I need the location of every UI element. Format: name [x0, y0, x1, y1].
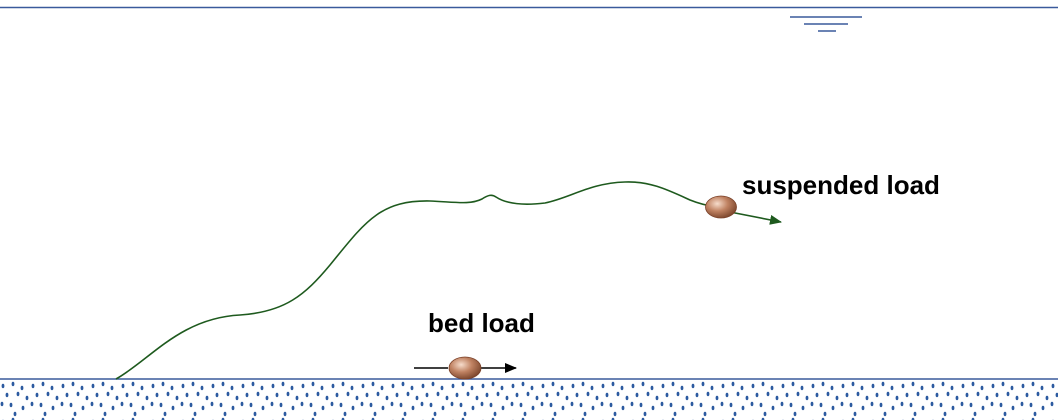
suspended-load-label: suspended load [742, 170, 940, 200]
bed-sediment-particle-icon [448, 356, 482, 380]
suspended-sediment-particle-icon [705, 195, 737, 219]
bed-load-label: bed load [428, 308, 535, 338]
suspended-load-trajectory [115, 181, 719, 380]
bed-sediment [0, 381, 1058, 420]
suspended-load-arrow [729, 211, 782, 225]
water-surface-icon [790, 16, 862, 32]
